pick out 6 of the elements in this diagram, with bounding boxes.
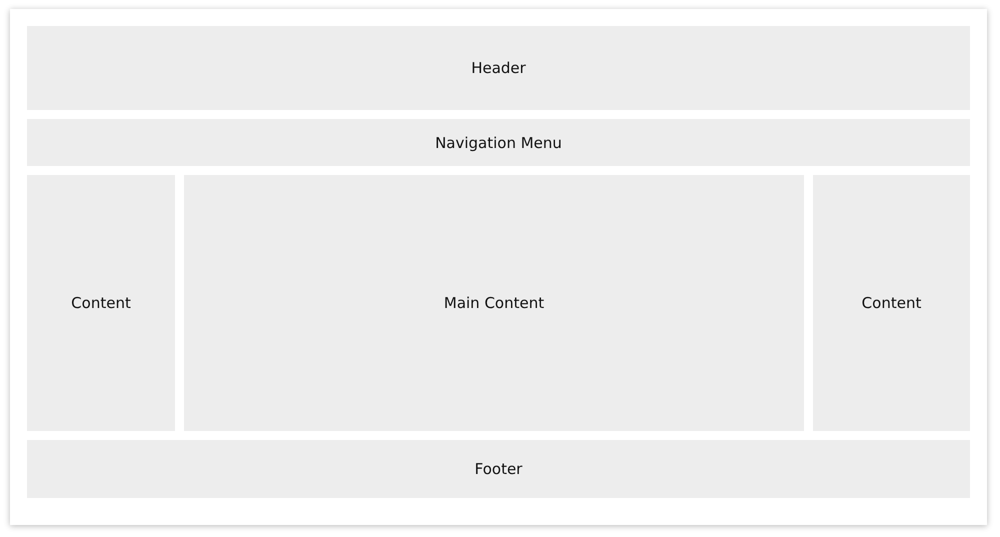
region-label: Footer	[474, 460, 522, 478]
region-label: Content	[862, 294, 922, 312]
region-label: Main Content	[444, 294, 544, 312]
region-label: Navigation Menu	[435, 134, 562, 152]
region-label: Content	[71, 294, 131, 312]
region-label: Header	[471, 59, 526, 77]
